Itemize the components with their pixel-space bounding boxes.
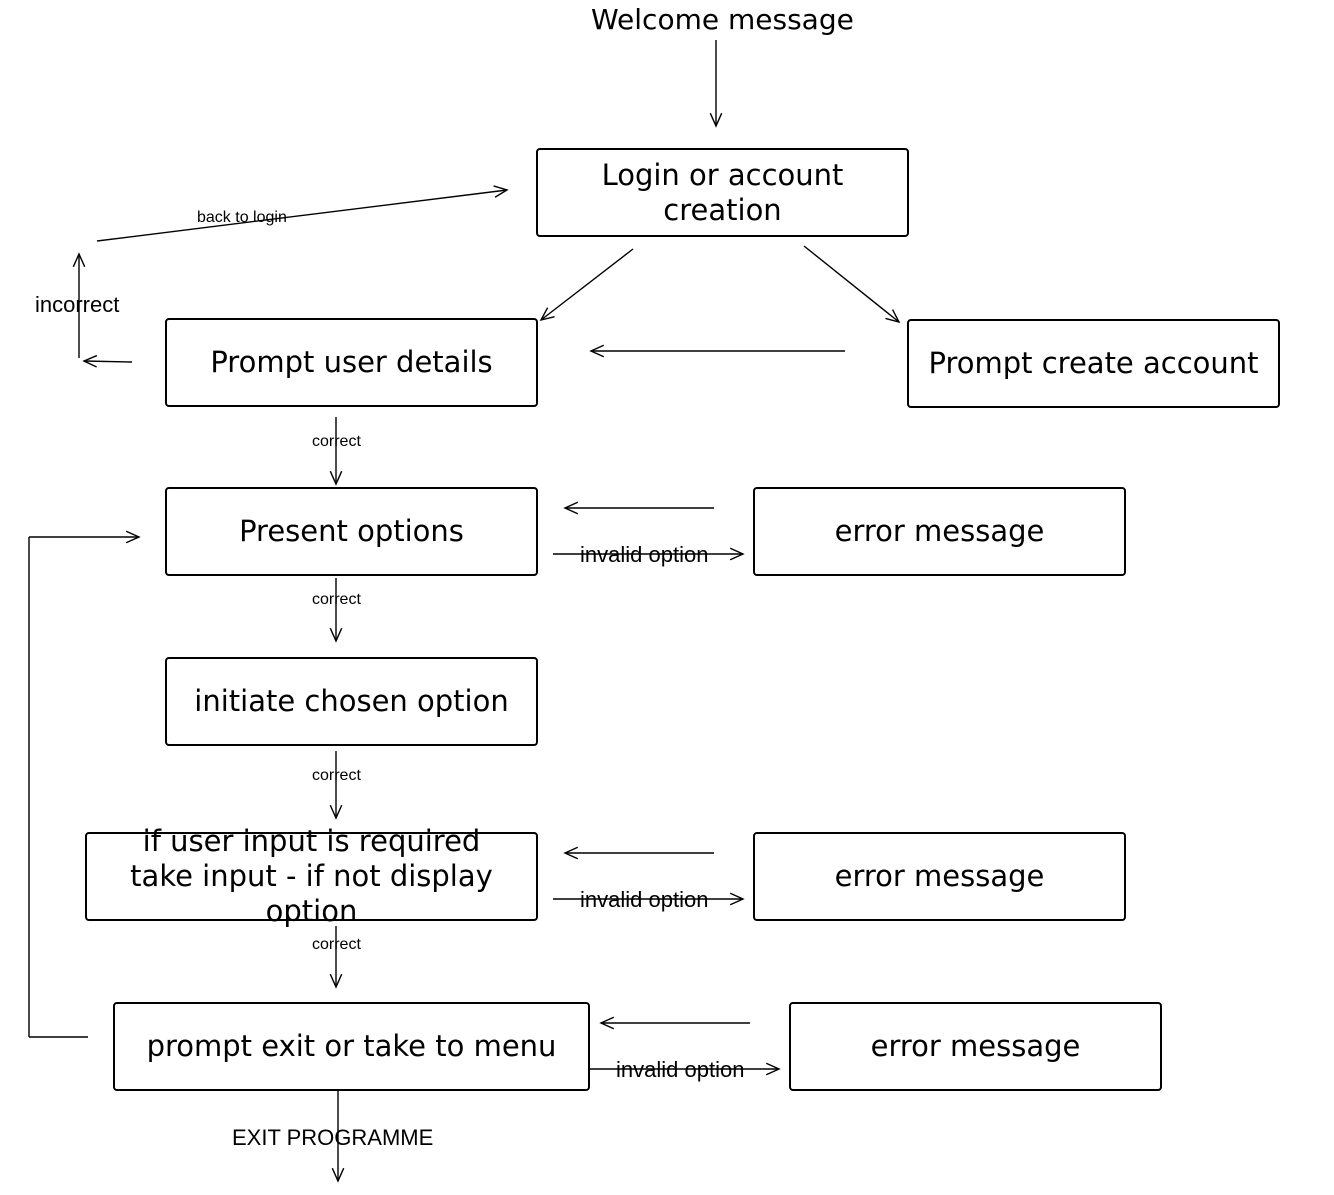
arrow-input-error-return-head [563,846,579,860]
diagram-title: Welcome message [591,3,854,36]
arrow-login-to-user-details [540,248,634,321]
arrow-back-to-login [96,189,508,242]
arrow-options-invalid-head [729,547,745,561]
arrow-user-details-incorrect-head [82,354,98,368]
loop-menu-to-options-head [125,530,141,544]
edge-label-invalid-option-exit: invalid option [616,1057,745,1082]
edge-label-correct-options: correct [312,591,361,608]
arrow-create-account-to-user-details-head [589,344,605,358]
arrow-back-to-login-head [493,185,509,198]
arrow-user-details-incorrect [83,360,133,363]
arrow-exit-error-return-head [599,1016,615,1030]
arrow-options-error-return-head [563,501,579,515]
node-prompt-user-details: Prompt user details [165,318,538,407]
arrow-options-to-initiate-head [329,627,343,643]
arrow-login-to-user-details-head [539,307,555,322]
arrow-input-invalid-head [729,892,745,906]
arrow-exit-invalid-head [765,1062,781,1076]
edge-label-correct-initiate: correct [312,767,361,784]
node-user-input: if user input is required take input - i… [85,824,538,928]
node-error-message-input: error message [753,832,1126,921]
node-login-or-account-creation: Login or account creation [536,148,909,237]
edge-label-incorrect: incorrect [35,292,120,317]
edge-label-invalid-option-input: invalid option [580,887,709,912]
node-prompt-create-account: Prompt create account [907,319,1280,408]
arrow-login-to-create-account-head [885,309,901,324]
arrow-input-to-exit-prompt-head [329,973,343,989]
node-present-options: Present options [165,487,538,576]
edge-label-exit-programme: EXIT PROGRAMME [232,1125,434,1150]
arrow-initiate-to-input-head [329,804,343,820]
arrow-details-to-options-head [329,470,343,486]
arrow-login-to-create-account [803,245,900,323]
edge-label-correct-details: correct [312,433,361,450]
node-error-message-options: error message [753,487,1126,576]
node-error-message-exit: error message [789,1002,1162,1091]
arrow-welcome-to-login-head [709,112,723,128]
arrow-incorrect-up-head [72,252,86,268]
edge-label-invalid-option-options: invalid option [580,542,709,567]
edge-label-back-to-login: back to login [197,209,287,226]
edge-label-correct-input: correct [312,936,361,953]
arrow-exit-programme-head [331,1167,345,1183]
node-prompt-exit-or-menu: prompt exit or take to menu [113,1002,590,1091]
node-initiate-chosen-option: initiate chosen option [165,657,538,746]
